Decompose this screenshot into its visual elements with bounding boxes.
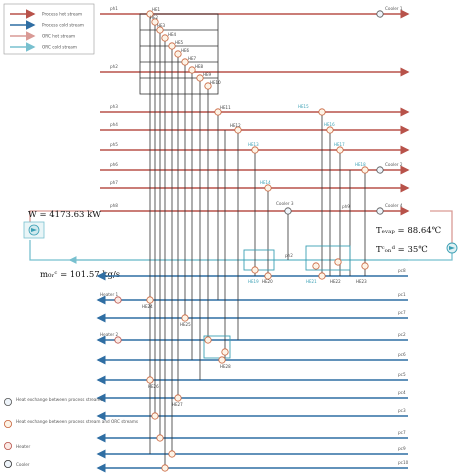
legend-cold-stream: Process cold stream [42, 23, 84, 28]
stream-label-pc2: pc2 [398, 332, 406, 337]
legend-hx-orc: Heat exchange between process stream and… [16, 419, 138, 424]
hx-label-he8: HE8 [195, 64, 204, 69]
heater-icon [114, 296, 122, 344]
hx-label-he12: HE12 [230, 123, 241, 128]
cold-stream-labels: pc8 pc1 pc7 pc2 pc6 pc5 pc4 pc3 pc7 pc9 … [398, 268, 409, 465]
hx-label-he7: HE7 [188, 56, 197, 61]
legend-hx-process: Heat exchange between process streams [16, 397, 103, 402]
hx-label-he13: HE13 [248, 142, 259, 147]
stream-label-ph1: ph1 [110, 6, 118, 11]
orc-pump [446, 242, 458, 254]
stream-label-pc4: pc4 [398, 390, 406, 395]
hx-label-he19: HE19 [248, 279, 259, 284]
hx-label-he15: HE15 [298, 104, 309, 109]
orc-stream-label-2: ph9 [342, 204, 350, 209]
hx-label-he1: HE1 [152, 7, 161, 12]
hot-streams [100, 9, 410, 216]
hx-label-he17: HE17 [334, 142, 345, 147]
hx-label-he22: HE22 [330, 279, 341, 284]
hx-label-he11: HE11 [220, 105, 231, 110]
stream-label-pc3: pc3 [398, 408, 406, 413]
hx-label-he6: HE6 [181, 48, 190, 53]
hx-label-he9: HE9 [203, 72, 212, 77]
orc-stream-label-1: ph2 [285, 253, 293, 258]
hx-label-he2: HE2 [150, 15, 159, 20]
cooler-1-label: Cooler 1 [385, 6, 403, 11]
stream-label-pc5: pc5 [398, 372, 406, 377]
exchanger-connectors [139, 13, 366, 468]
legend-heater: Heater [16, 444, 31, 449]
stream-label-ph7: ph7 [110, 180, 118, 185]
exchanger-labels: HE1 HE2 HE3 HE4 HE5 HE6 HE7 HE8 HE9 HE10… [142, 7, 367, 407]
legend-hot-stream: Process hot stream [42, 12, 82, 17]
stream-label-pc1: pc1 [398, 292, 406, 297]
hx-label-he14: HE14 [260, 180, 271, 185]
orc-mass-flow: m₀ᵣᶜ = 101.57 kg/s [40, 270, 120, 280]
stream-label-pc10: pc10 [398, 460, 409, 465]
stream-label-ph3: ph3 [110, 104, 118, 109]
utility-labels: Cooler 1 Cooler 2 Cooler 3 Cooler 4 Heat… [100, 6, 403, 337]
cooler-3-label: Cooler 3 [276, 201, 294, 206]
orc-condensation-temp: Tᶜₒₙᵈ = 35℃ [376, 245, 428, 255]
hot-stream-labels: ph1 ph2 ph3 ph4 ph5 ph6 ph7 ph8 [110, 6, 118, 208]
hx-label-he26: HE26 [148, 384, 159, 389]
hx-label-he20: HE20 [262, 279, 273, 284]
hx-label-he25: HE25 [180, 322, 191, 327]
stream-label-ph8: ph8 [110, 203, 118, 208]
hx-label-he3: HE3 [157, 23, 166, 28]
hx-label-he28: HE28 [220, 364, 231, 369]
stream-label-ph6: ph6 [110, 162, 118, 167]
hx-label-he4: HE4 [168, 32, 177, 37]
hx-label-he24: HE24 [142, 304, 153, 309]
hx-label-he5: HE5 [175, 40, 184, 45]
hx-label-he27: HE27 [172, 402, 183, 407]
exchanger-icon [146, 10, 369, 472]
cooler-4-label: Cooler 4 [385, 203, 403, 208]
stream-label-ph5: ph5 [110, 142, 118, 147]
orc-loop [29, 210, 453, 264]
legend-orc-cold: ORC cold stream [42, 45, 77, 50]
hx-label-he18: HE18 [355, 162, 366, 167]
hx-label-he23: HE23 [356, 279, 367, 284]
symbol-legend: Heat exchange between process streams He… [4, 397, 138, 468]
orc-power-output: W = 4173.63 kW [28, 210, 101, 220]
legend-cooler: Cooler [16, 462, 30, 467]
heat-exchanger-symbols [114, 10, 384, 472]
stream-label-pc8: pc8 [398, 268, 406, 273]
stream-label-pc7: pc7 [398, 310, 406, 315]
stream-label-pc6: pc6 [398, 352, 406, 357]
hx-label-he10: HE10 [210, 80, 221, 85]
stream-label-ph4: ph4 [110, 122, 118, 127]
cooler-2-label: Cooler 2 [385, 162, 403, 167]
heater-1-label: Heater 1 [100, 292, 119, 297]
legend: Process hot stream Process cold stream O… [3, 3, 95, 55]
turbine-generator [23, 221, 45, 239]
cooler-icon [284, 10, 384, 215]
hx-label-he16: HE16 [324, 122, 335, 127]
orc-evaporation-temp: Tₑᵥₐₚ = 88.64℃ [376, 226, 441, 236]
stream-label-pc7b: pc7 [398, 430, 406, 435]
hx-label-he21: HE21 [306, 279, 317, 284]
stream-label-ph2: ph2 [110, 64, 118, 69]
legend-orc-hot: ORC hot stream [42, 34, 75, 39]
stream-label-pc9: pc9 [398, 446, 406, 451]
heater-2-label: Heater 2 [100, 332, 119, 337]
orc-evaporator-boxes [203, 245, 351, 359]
